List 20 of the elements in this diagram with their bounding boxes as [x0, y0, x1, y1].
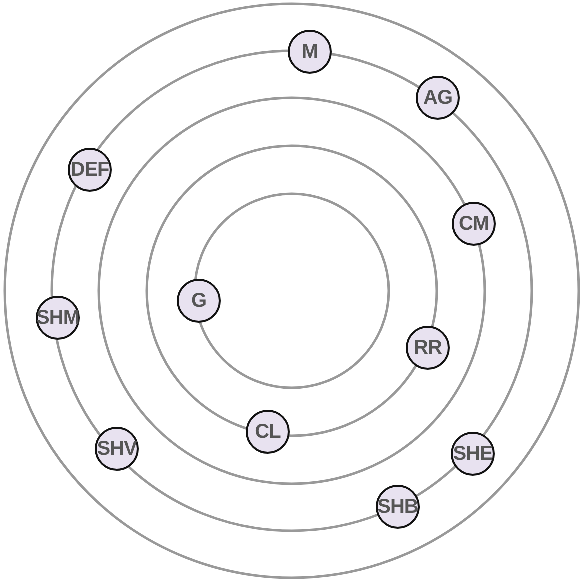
node-circle — [177, 279, 221, 323]
node-label: CL — [255, 420, 281, 444]
node-circle — [68, 148, 112, 192]
node-label: SHV — [97, 438, 137, 460]
node-label: SHE — [453, 442, 493, 466]
node-label: M — [302, 40, 318, 64]
node-label: AG — [424, 86, 452, 110]
node-label: RR — [414, 336, 442, 360]
node-circle — [452, 202, 496, 246]
node-label: DEF — [70, 158, 110, 182]
node-circle — [95, 427, 139, 471]
node-circle — [288, 30, 332, 74]
node-label: CM — [458, 212, 490, 236]
node-circle — [416, 76, 460, 120]
node-circle — [376, 485, 420, 529]
node-label: SHB — [378, 496, 418, 518]
node-circle — [451, 432, 495, 476]
node-label: G — [191, 290, 207, 312]
node-circle — [246, 410, 290, 454]
node-circle — [406, 326, 450, 370]
